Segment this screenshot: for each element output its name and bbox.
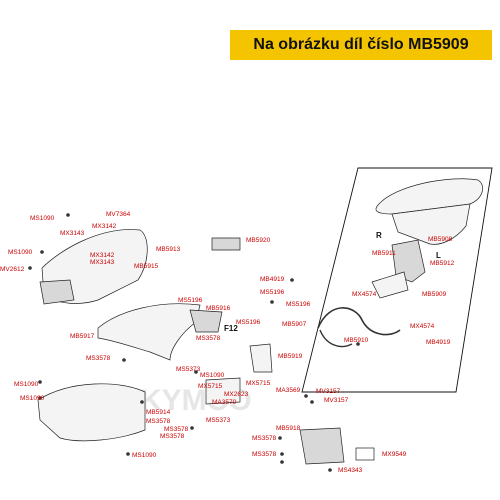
callout-label: MB5917 [70,333,95,340]
fender-flap-part [39,279,75,305]
grab-rail-part [189,309,223,333]
callout-label: MS5373 [176,366,201,373]
reflector-part [355,447,375,461]
callout-label: MX4574 [410,323,435,330]
callout-label: MS1090 [132,452,157,459]
callout-label: MX5715 [198,383,223,390]
rear-cowl-part [97,303,201,361]
callout-label: MB5910 [344,337,369,344]
left-side-letter: L [436,251,441,260]
callout-label: MS5196 [178,297,203,304]
callout-label: MS5196 [286,301,311,308]
top-bracket-part [211,237,241,251]
callout-label: MS5373 [206,417,231,424]
wire-harness-part-2 [319,329,353,348]
callout-label: MX3143 [60,230,85,237]
callout-label: MB5916 [206,305,231,312]
callout-label: MB5911 [372,250,396,257]
callout-label: MV7364 [106,211,131,218]
callout-label: MS1090 [200,372,225,379]
callout-label: MS1090 [8,249,33,256]
callout-label: MB5913 [156,246,181,253]
f12-reference: F12 [224,324,238,333]
callout-label: MS1090 [14,381,39,388]
cowl-bracket-part [249,343,273,373]
callout-label: MB5914 [146,409,171,416]
detail-inset-frame [301,167,493,393]
callout-label: MB5908 [428,236,453,243]
undertray-part [37,383,146,442]
callout-label: MX3143 [90,259,115,266]
callout-label: MB5915 [134,263,159,270]
callout-label: MS3578 [252,451,277,458]
callout-label: MB5920 [246,237,271,244]
callout-label: MX9549 [382,451,407,458]
callout-label: MX5715 [246,380,271,387]
banner-title: Na obrázku díl číslo MB5909 [253,36,469,53]
seat-frame-part [391,203,471,245]
callout-label: MV2612 [0,266,25,273]
callout-label: MS3578 [164,426,189,433]
callout-label: MA3570 [212,399,237,406]
callout-label: MX3142 [90,252,115,259]
right-side-letter: R [376,231,382,240]
tail-cover-part [371,271,409,299]
callout-label: MB5909 [422,291,447,298]
callout-label: MB5918 [276,425,301,432]
callout-label: MS3578 [196,335,221,342]
callout-label: MV3157 [316,388,341,395]
callout-label: MS4343 [338,467,363,474]
license-light-part [299,427,345,465]
seat-part [375,178,484,215]
tail-light-part [391,239,426,283]
callout-label: MB4919 [260,276,285,283]
wire-harness-part [317,307,401,336]
callout-label: MV3157 [324,397,349,404]
callout-label: MS1090 [20,395,45,402]
callout-label: MS3578 [86,355,111,362]
callout-label: MS5196 [236,319,261,326]
callout-label: MS3578 [252,435,277,442]
callout-label: MB5912 [430,260,455,267]
callout-label: MS3578 [146,418,171,425]
license-bracket-part [205,377,241,405]
callout-label: MS1090 [30,215,55,222]
part-number-banner: Na obrázku díl číslo MB5909 [230,30,492,60]
callout-label: MB4919 [426,339,451,346]
callout-label: MX2623 [224,391,249,398]
fastener-group [28,213,360,472]
callout-label: MX4574 [352,291,377,298]
callout-label: MS5196 [260,289,285,296]
callout-label: MB5907 [282,321,307,328]
callout-label: MB5919 [278,353,303,360]
callout-label: MS3578 [160,433,185,440]
callout-label: MX3142 [92,223,117,230]
callout-label: MA3569 [276,387,301,394]
